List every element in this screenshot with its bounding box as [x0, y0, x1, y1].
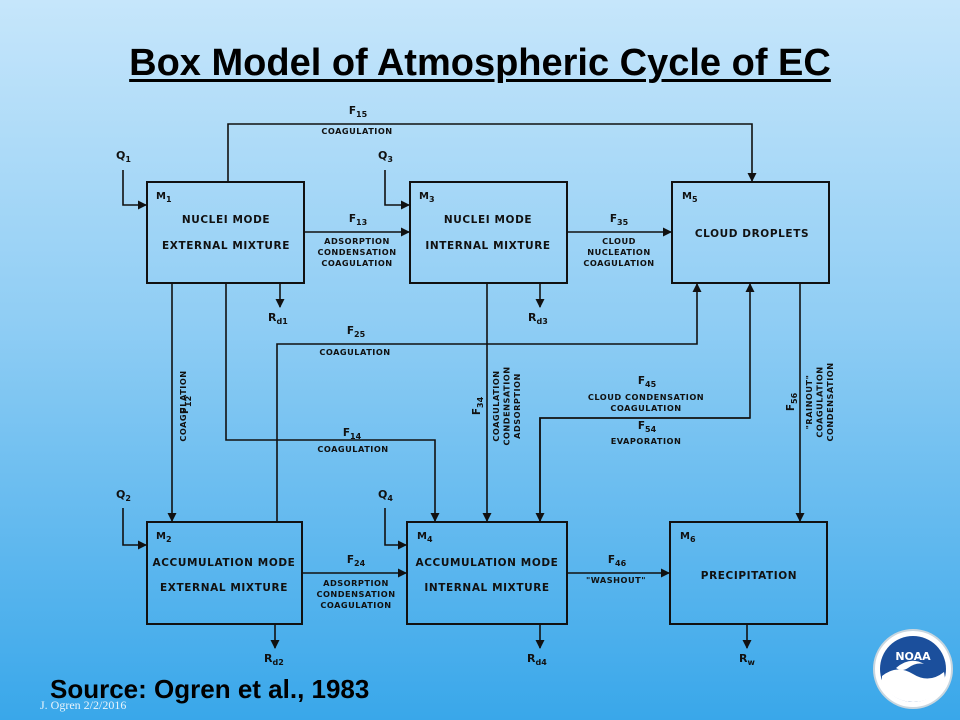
noaa-logo-text: NOAA — [895, 650, 931, 663]
f35-process-1: CLOUD — [602, 236, 636, 246]
rd3-label: Rd3 — [528, 311, 548, 326]
f54-symbol: F54 — [638, 420, 657, 434]
f25-process-1: COAGULATION — [319, 347, 390, 357]
arrow-q1 — [122, 170, 147, 210]
arrow-q4 — [384, 508, 407, 550]
f34-symbol-group: F34 — [471, 396, 485, 415]
arrow-f15 — [227, 123, 757, 182]
f13-process-2: CONDENSATION — [317, 247, 396, 257]
noaa-logo-icon: NOAA — [873, 629, 953, 709]
f34-process-1: COAGULATION — [491, 370, 501, 441]
m6-line1: PRECIPITATION — [701, 570, 797, 582]
m1-line1: NUCLEI MODE — [182, 214, 270, 226]
rw-label: Rw — [739, 652, 755, 667]
m3-id: M3 — [419, 191, 435, 204]
q1-label: Q1 — [116, 149, 131, 164]
f24-process-1: ADSORPTION — [323, 578, 389, 588]
arrow-q2 — [122, 508, 147, 550]
f35-process-3: COAGULATION — [583, 258, 654, 268]
rd4-label: Rd4 — [527, 652, 547, 667]
box-m6 — [669, 521, 828, 625]
m5-id: M5 — [682, 191, 698, 204]
f13-symbol: F13 — [349, 213, 367, 227]
f56-process-1: "RAINOUT" — [804, 375, 814, 430]
f12-process-1: COAGULATION — [178, 370, 188, 441]
m2-line1: ACCUMULATION MODE — [153, 557, 296, 569]
m3-line2: INTERNAL MIXTURE — [425, 240, 550, 252]
f25-symbol: F25 — [347, 325, 366, 339]
f12-process-group: COAGULATION — [178, 370, 188, 441]
rd1-label: Rd1 — [268, 311, 288, 326]
f14-process-1: COAGULATION — [317, 444, 388, 454]
arrow-q3 — [384, 170, 410, 210]
f56-symbol-group: F56 — [785, 392, 799, 411]
f54-process-1: EVAPORATION — [611, 436, 682, 446]
author-credit: J. Ogren 2/2/2016 — [40, 698, 127, 712]
f12-symbol: F12 — [179, 396, 193, 414]
f45-process-2: COAGULATION — [610, 403, 681, 413]
f56-symbol: F56 — [785, 392, 799, 411]
m5-line1: CLOUD DROPLETS — [695, 228, 809, 240]
q4-label: Q4 — [378, 488, 393, 503]
rd2-label: Rd2 — [264, 652, 284, 667]
m4-line2: INTERNAL MIXTURE — [424, 582, 549, 594]
f45-symbol: F45 — [638, 375, 657, 389]
m4-line1: ACCUMULATION MODE — [416, 557, 559, 569]
q3-label: Q3 — [378, 149, 393, 164]
f34-symbol: F34 — [471, 396, 485, 415]
f34-process-3: ADSORPTION — [512, 373, 522, 439]
arrow-f14 — [225, 283, 440, 522]
f56-process-group: "RAINOUT" COAGULATION CONDENSATION — [804, 362, 835, 441]
m1-id: M1 — [156, 191, 172, 204]
f46-symbol: F46 — [608, 554, 627, 568]
m3-line1: NUCLEI MODE — [444, 214, 532, 226]
f56-process-3: CONDENSATION — [825, 362, 835, 441]
f34-process-group: COAGULATION CONDENSATION ADSORPTION — [491, 366, 522, 445]
m2-id: M2 — [156, 531, 172, 544]
f24-process-3: COAGULATION — [320, 600, 391, 610]
page-title: Box Model of Atmospheric Cycle of EC — [0, 42, 960, 85]
m6-id: M6 — [680, 531, 696, 544]
f34-process-2: CONDENSATION — [502, 366, 512, 445]
f24-symbol: F24 — [347, 554, 366, 568]
f15-symbol: F15 — [349, 105, 368, 119]
f24-process-2: CONDENSATION — [316, 589, 395, 599]
page-title-text: Box Model of Atmospheric Cycle of EC — [129, 42, 831, 84]
source-citation: Source: Ogren et al., 1983 — [50, 674, 370, 704]
f13-process-3: COAGULATION — [321, 258, 392, 268]
q2-label: Q2 — [116, 488, 131, 503]
f15-process-1: COAGULATION — [321, 126, 392, 136]
f14-symbol: F14 — [343, 427, 362, 441]
f12-symbol-group: F12 — [179, 396, 193, 414]
f56-process-2: COAGULATION — [815, 366, 825, 437]
f45-process-1: CLOUD CONDENSATION — [588, 392, 704, 402]
arrow-f54 — [535, 417, 750, 522]
f46-process-1: "WASHOUT" — [586, 575, 646, 585]
f35-process-2: NUCLEATION — [587, 247, 650, 257]
f35-symbol: F35 — [610, 213, 629, 227]
m2-line2: EXTERNAL MIXTURE — [160, 582, 288, 594]
m4-id: M4 — [417, 531, 433, 544]
f13-process-1: ADSORPTION — [324, 236, 390, 246]
m1-line2: EXTERNAL MIXTURE — [162, 240, 290, 252]
